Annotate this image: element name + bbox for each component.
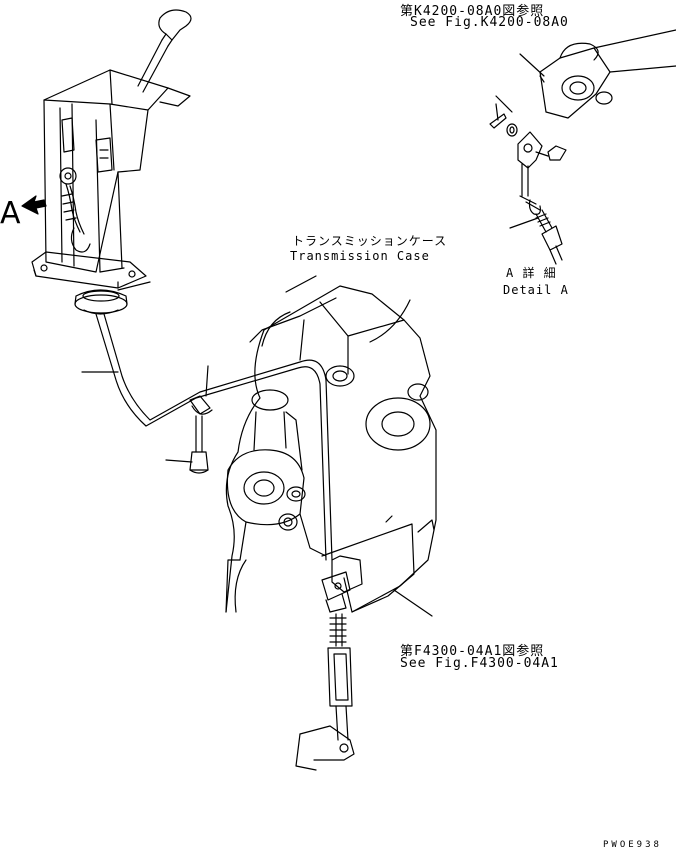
- drawing-code: PWOE938: [603, 840, 662, 850]
- ref-f4300-english: See Fig.F4300-04A1: [400, 656, 559, 671]
- lever-assembly: [22, 10, 191, 314]
- view-a-letter: A: [0, 196, 21, 231]
- transmission-case-japanese: トランスミッションケース: [292, 234, 448, 248]
- ref-k4200-japanese: 第K4200-08A0図参照: [400, 4, 545, 19]
- control-cable: [82, 314, 332, 560]
- ref-k4200-english: See Fig.K4200-08A0: [410, 15, 569, 30]
- leader-lines: [286, 276, 432, 616]
- transmission-case-english: Transmission Case: [290, 249, 430, 263]
- transmission-case: [226, 286, 436, 612]
- detail-a: [490, 30, 676, 264]
- ref-f4300-japanese: 第F4300-04A1図参照: [400, 644, 545, 659]
- detail-a-english: Detail A: [503, 283, 569, 297]
- detail-a-japanese: A 詳 細: [506, 266, 557, 280]
- rod-end-assembly: [296, 572, 354, 770]
